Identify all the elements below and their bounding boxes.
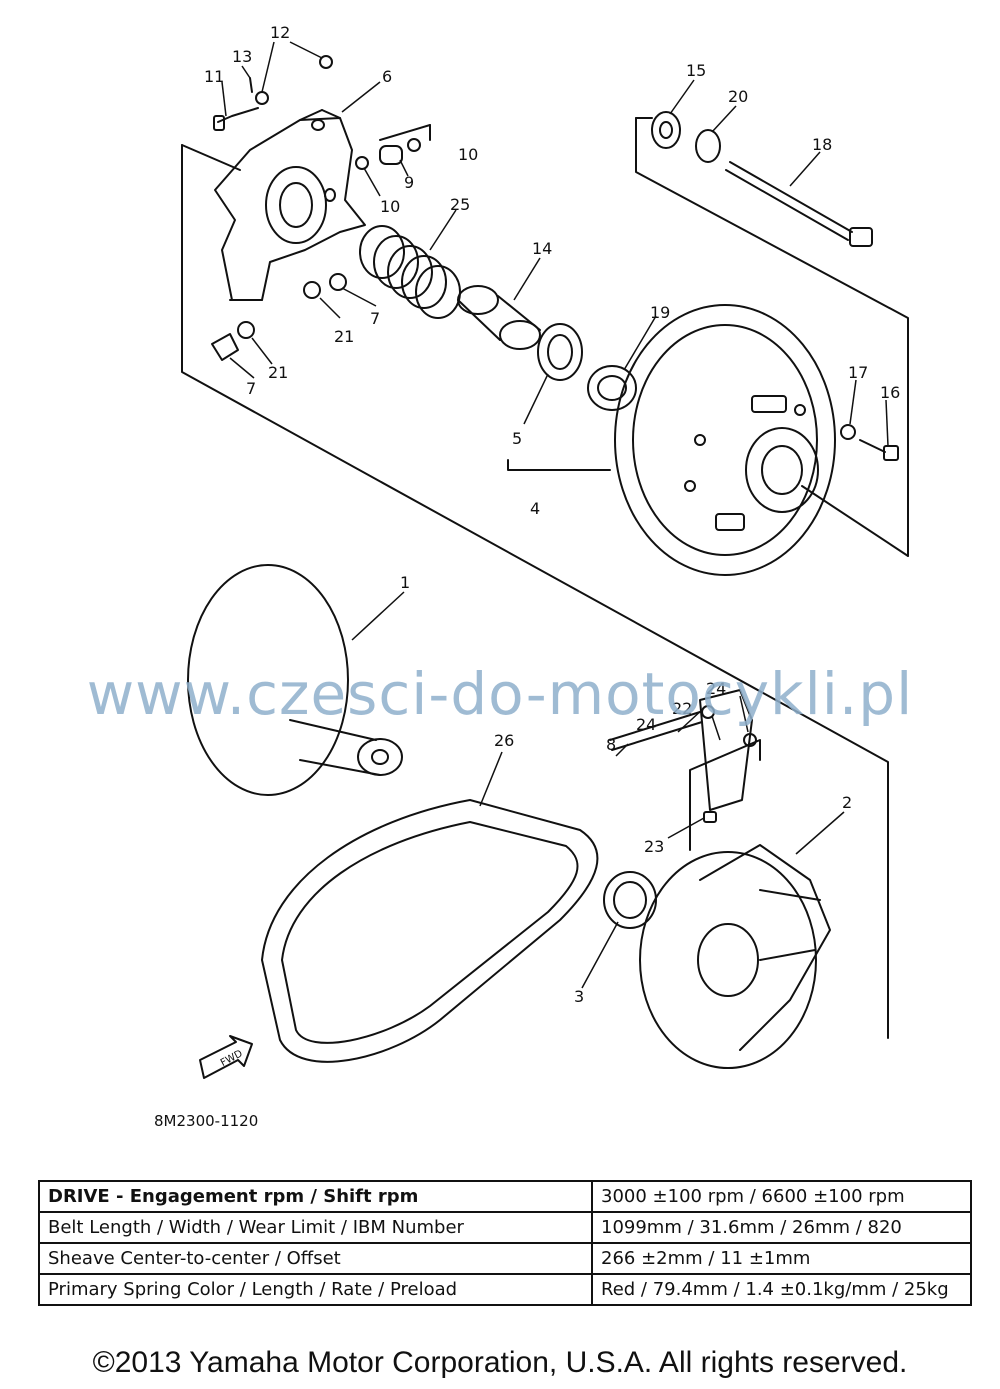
callout-26: 26 bbox=[494, 731, 514, 750]
callout-4: 4 bbox=[530, 499, 540, 518]
callout-10a: 10 bbox=[458, 145, 478, 164]
fasteners-spider bbox=[211, 55, 421, 361]
callout-24b: 24 bbox=[636, 715, 656, 734]
callout-1: 1 bbox=[400, 573, 410, 592]
callout-11: 11 bbox=[204, 67, 224, 86]
spec-label: Sheave Center-to-center / Offset bbox=[38, 1242, 593, 1275]
callout-15: 15 bbox=[686, 61, 706, 80]
callout-17: 17 bbox=[848, 363, 868, 382]
primary-spring bbox=[359, 225, 461, 319]
callout-10b: 10 bbox=[380, 197, 400, 216]
fixed-sheave bbox=[187, 564, 403, 796]
spec-row: DRIVE - Engagement rpm / Shift rpm 3000 … bbox=[38, 1180, 972, 1213]
callout-9: 9 bbox=[404, 173, 414, 192]
callout-12: 12 bbox=[270, 23, 290, 42]
fwd-label: FWD bbox=[219, 1048, 245, 1069]
spider-assembly bbox=[214, 109, 366, 301]
callout-13: 13 bbox=[232, 47, 252, 66]
bolt-washer-nut bbox=[651, 111, 873, 247]
callout-21a: 21 bbox=[334, 327, 354, 346]
callout-7b: 7 bbox=[246, 379, 256, 398]
spec-label: Belt Length / Width / Wear Limit / IBM N… bbox=[38, 1211, 593, 1244]
spec-value: 1099mm / 31.6mm / 26mm / 820 bbox=[591, 1211, 972, 1244]
assembly-bracket-lines bbox=[181, 117, 909, 1039]
callout-25: 25 bbox=[450, 195, 470, 214]
secondary-sheave bbox=[639, 844, 831, 1069]
spec-row: Belt Length / Width / Wear Limit / IBM N… bbox=[38, 1211, 972, 1244]
callout-6: 6 bbox=[382, 67, 392, 86]
forward-arrow-icon bbox=[199, 1035, 253, 1079]
callout-2: 2 bbox=[842, 793, 852, 812]
leader-lines bbox=[221, 41, 889, 989]
spec-label: Primary Spring Color / Length / Rate / P… bbox=[38, 1273, 593, 1306]
callout-7a: 7 bbox=[370, 309, 380, 328]
spec-row: Primary Spring Color / Length / Rate / P… bbox=[38, 1273, 972, 1306]
watermark: www.czesci-do-motocykli.pl bbox=[86, 660, 914, 728]
callout-19: 19 bbox=[650, 303, 670, 322]
callout-3: 3 bbox=[574, 987, 584, 1006]
seal bbox=[537, 323, 583, 381]
spec-value: Red / 79.4mm / 1.4 ±0.1kg/mm / 25kg bbox=[591, 1273, 972, 1306]
callout-5: 5 bbox=[512, 429, 522, 448]
callout-21b: 21 bbox=[268, 363, 288, 382]
spec-table: DRIVE - Engagement rpm / Shift rpm 3000 … bbox=[38, 1180, 972, 1306]
spec-value: 3000 ±100 rpm / 6600 ±100 rpm bbox=[591, 1180, 972, 1213]
copyright-notice: ©2013 Yamaha Motor Corporation, U.S.A. A… bbox=[92, 1346, 908, 1379]
callout-23: 23 bbox=[644, 837, 664, 856]
callout-22: 22 bbox=[672, 699, 692, 718]
drawing-code: 8M2300-1120 bbox=[154, 1112, 259, 1130]
spec-value: 266 ±2mm / 11 ±1mm bbox=[591, 1242, 972, 1275]
v-belt bbox=[261, 799, 599, 1063]
callout-8: 8 bbox=[606, 735, 616, 754]
movable-sheave bbox=[614, 304, 836, 576]
bushing bbox=[587, 365, 637, 411]
exploded-parts-diagram: 13 12 11 6 10 9 10 25 14 19 5 4 15 20 18… bbox=[181, 23, 909, 1079]
callout-16: 16 bbox=[880, 383, 900, 402]
spec-row: Sheave Center-to-center / Offset 266 ±2m… bbox=[38, 1242, 972, 1275]
callout-18: 18 bbox=[812, 135, 832, 154]
callout-20: 20 bbox=[728, 87, 748, 106]
sleeve-bushing bbox=[457, 285, 541, 350]
callout-14: 14 bbox=[532, 239, 552, 258]
spec-label: DRIVE - Engagement rpm / Shift rpm bbox=[38, 1180, 593, 1213]
callout-24a: 24 bbox=[706, 679, 726, 698]
